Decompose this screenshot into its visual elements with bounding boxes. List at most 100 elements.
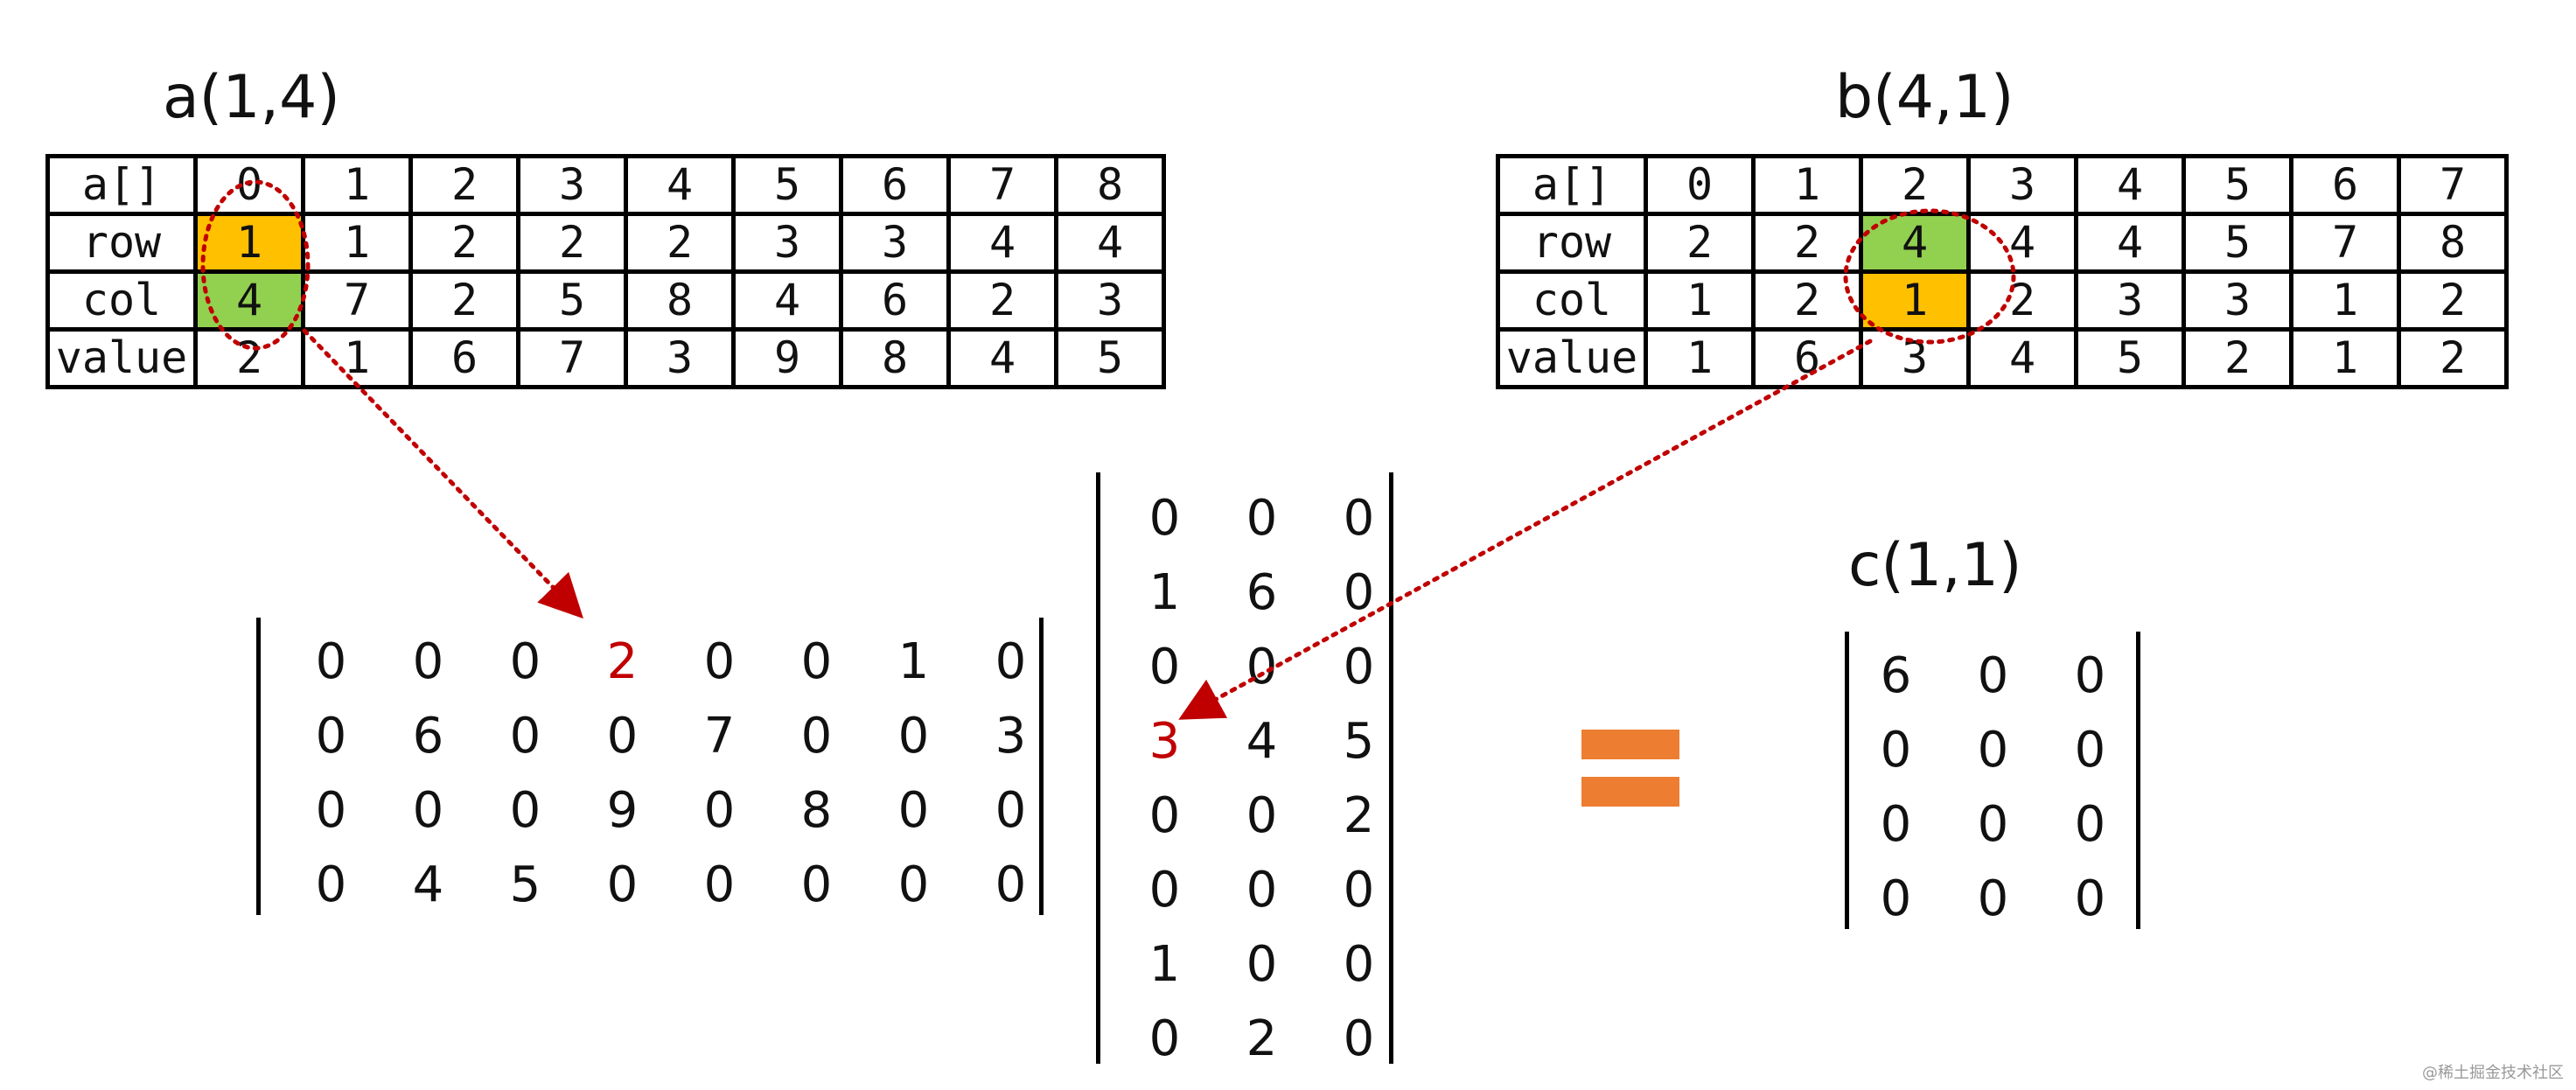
matrix-cell: 0 xyxy=(995,633,1027,690)
matrix-cell: 0 xyxy=(315,633,347,690)
table-cell: 2 xyxy=(516,212,628,274)
table-cell: 7 xyxy=(2397,154,2509,216)
row-header: col xyxy=(45,269,198,332)
matrix-cell: 1 xyxy=(1148,936,1181,993)
matrix-cell: 0 xyxy=(412,633,444,690)
matrix-cell: 0 xyxy=(995,856,1027,913)
matrix-cell: 0 xyxy=(897,782,930,839)
table-cell: 6 xyxy=(839,269,951,332)
matrix-cell: 4 xyxy=(1246,713,1278,770)
matrix-cell: 0 xyxy=(1246,936,1278,993)
matrix-cell: 0 xyxy=(800,856,833,913)
matrix-cell: 1 xyxy=(897,633,930,690)
row-header: row xyxy=(1496,212,1648,274)
matrix-cell: 0 xyxy=(315,708,347,765)
table-cell: 3 xyxy=(2182,269,2293,332)
table-cell: 2 xyxy=(1751,269,1863,332)
table-cell: 1 xyxy=(1644,269,1756,332)
table-cell: 0 xyxy=(193,154,305,216)
matrix-cell: 0 xyxy=(1977,870,2009,927)
matrix-cell: 0 xyxy=(995,782,1027,839)
matrix-cell: 0 xyxy=(509,782,541,839)
table-cell: 1 xyxy=(1751,154,1863,216)
matrix-cell: 9 xyxy=(606,782,639,839)
matrix-cell: 4 xyxy=(412,856,444,913)
matrix-cell: 0 xyxy=(606,708,639,765)
matrix-cell: 0 xyxy=(703,782,736,839)
table-cell: 5 xyxy=(2182,212,2293,274)
matrix-cell: 0 xyxy=(1343,862,1375,919)
table-cell: 1 xyxy=(2289,327,2401,389)
table-cell: 2 xyxy=(1644,212,1756,274)
matrix-cell: 6 xyxy=(1246,564,1278,621)
table-cell: 2 xyxy=(193,327,305,389)
matrix-cell: 0 xyxy=(1343,490,1375,547)
table-cell: 8 xyxy=(2397,212,2509,274)
table-cell: 2 xyxy=(946,269,1058,332)
table-cell: 4 xyxy=(2074,154,2186,216)
matrix-cell: 0 xyxy=(1246,862,1278,919)
matrix-cell: 0 xyxy=(1977,722,2009,779)
matrix-cell: 0 xyxy=(412,782,444,839)
matrix-c-right-bracket xyxy=(2136,632,2140,929)
table-cell: 4 xyxy=(731,269,843,332)
table-cell: 4 xyxy=(624,154,736,216)
table-cell: 4 xyxy=(1966,327,2078,389)
table-cell: 1 xyxy=(2289,269,2401,332)
matrix-cell: 0 xyxy=(2074,722,2106,779)
row-header: row xyxy=(45,212,198,274)
table-cell: 6 xyxy=(408,327,520,389)
table-cell: 9 xyxy=(731,327,843,389)
table-cell: 7 xyxy=(2289,212,2401,274)
matrix-cell: 2 xyxy=(606,633,639,690)
table-cell: 2 xyxy=(2397,269,2509,332)
matrix-cell: 3 xyxy=(995,708,1027,765)
matrix-cell: 2 xyxy=(1343,787,1375,844)
matrix-cell: 0 xyxy=(1148,490,1181,547)
table-cell: 1 xyxy=(301,327,413,389)
table-cell: 4 xyxy=(193,269,305,332)
row-header: value xyxy=(1496,327,1648,389)
table-cell: 2 xyxy=(1966,269,2078,332)
table-cell: 3 xyxy=(624,327,736,389)
matrix-cell: 0 xyxy=(1880,722,1912,779)
matrix-cell: 0 xyxy=(703,856,736,913)
table-cell: 2 xyxy=(408,269,520,332)
matrix-b-right-bracket xyxy=(1389,472,1393,1064)
matrix-cell: 0 xyxy=(509,708,541,765)
matrix-cell: 0 xyxy=(1246,639,1278,695)
table-cell: 5 xyxy=(1054,327,1166,389)
table-cell: 8 xyxy=(839,327,951,389)
matrix-cell: 7 xyxy=(703,708,736,765)
matrix-cell: 0 xyxy=(1148,639,1181,695)
table-cell: 2 xyxy=(2397,327,2509,389)
matrix-cell: 3 xyxy=(1148,713,1181,770)
matrix-cell: 0 xyxy=(1246,787,1278,844)
table-cell: 2 xyxy=(624,212,736,274)
matrix-cell: 0 xyxy=(800,633,833,690)
title-a: a(1,4) xyxy=(163,63,340,132)
table-cell: 3 xyxy=(1966,154,2078,216)
table-cell: 3 xyxy=(2074,269,2186,332)
matrix-cell: 0 xyxy=(897,856,930,913)
matrix-cell: 0 xyxy=(1977,796,2009,853)
matrix-cell: 5 xyxy=(1343,713,1375,770)
table-cell: 5 xyxy=(2074,327,2186,389)
equals-bar-top xyxy=(1581,730,1679,759)
table-cell: 5 xyxy=(731,154,843,216)
title-b: b(4,1) xyxy=(1835,63,2014,132)
table-cell: 2 xyxy=(1859,154,1971,216)
matrix-a-right-bracket xyxy=(1039,618,1044,915)
table-cell: 4 xyxy=(1859,212,1971,274)
matrix-cell: 6 xyxy=(1880,647,1912,704)
